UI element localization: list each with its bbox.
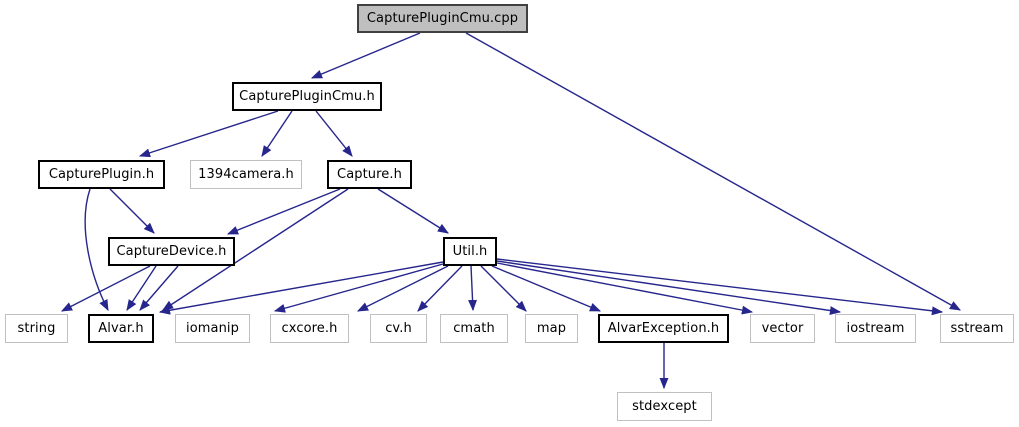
graph-edge-captureplugin_h-to-alvar_h bbox=[84, 188, 109, 311]
graph-node-label: Util.h bbox=[452, 244, 488, 259]
graph-node-cmath[interactable]: cmath bbox=[440, 314, 508, 343]
graph-edge-util_h-to-alvar_h bbox=[158, 261, 444, 315]
graph-node-cv_h[interactable]: cv.h bbox=[370, 314, 427, 343]
graph-node-label: string bbox=[17, 321, 56, 336]
graph-node-label: cmath bbox=[453, 321, 495, 336]
graph-node-label: map bbox=[536, 321, 567, 336]
graph-edge-util_h-to-alvarexception_h bbox=[491, 265, 602, 312]
graph-node-cxcore_h[interactable]: cxcore.h bbox=[270, 314, 349, 343]
graph-node-label: sstream bbox=[950, 321, 1004, 336]
graph-node-label: CapturePluginCmu.h bbox=[239, 89, 375, 104]
graph-edge-util_h-to-iostream bbox=[496, 260, 842, 315]
graph-node-label: 1394camera.h bbox=[198, 167, 294, 182]
graph-edge-util_h-to-map bbox=[480, 265, 527, 312]
graph-node-iostream[interactable]: iostream bbox=[835, 314, 916, 343]
graph-edge-capturedevice_h-to-alvar_h bbox=[126, 265, 157, 311]
graph-edge-util_h-to-cmath bbox=[468, 265, 478, 312]
graph-node-label: stdexcept bbox=[632, 399, 697, 414]
graph-edge-capture_h-to-alvar_h bbox=[162, 188, 349, 311]
graph-node-capturedevice_h[interactable]: CaptureDevice.h bbox=[108, 237, 235, 266]
graph-node-label: Capture.h bbox=[337, 167, 402, 182]
graph-node-map[interactable]: map bbox=[525, 314, 578, 343]
graph-edge-capturepluginccmu_cpp-to-sstream bbox=[465, 32, 961, 311]
graph-edge-capturepluginccmu_h-to-captureplugin_h bbox=[138, 110, 279, 158]
graph-node-alvarexception_h[interactable]: AlvarException.h bbox=[598, 314, 729, 343]
graph-edge-capturepluginccmu_h-to-capture_h bbox=[315, 110, 353, 157]
graph-node-label: iomanip bbox=[186, 321, 239, 336]
graph-node-sstream[interactable]: sstream bbox=[940, 314, 1014, 343]
graph-node-label: cxcore.h bbox=[281, 321, 338, 336]
graph-edge-capturedevice_h-to-string bbox=[61, 265, 151, 312]
graph-node-label: CapturePlugin.h bbox=[48, 167, 155, 182]
graph-node-label: CaptureDevice.h bbox=[116, 244, 227, 259]
graph-node-capturepluginccmu_cpp[interactable]: CapturePluginCmu.cpp bbox=[357, 4, 528, 33]
graph-node-vector[interactable]: vector bbox=[750, 314, 815, 343]
graph-edge-captureplugin_h-to-capturedevice_h bbox=[109, 188, 155, 234]
graph-edge-util_h-to-vector bbox=[496, 262, 754, 315]
graph-node-label: Alvar.h bbox=[98, 321, 144, 336]
graph-edge-util_h-to-cv_h bbox=[417, 265, 463, 312]
graph-node-label: cv.h bbox=[385, 321, 412, 336]
graph-edge-util_h-to-iomanip bbox=[273, 263, 444, 313]
graph-edge-capture_h-to-util_h bbox=[377, 188, 449, 234]
graph-edge-util_h-to-cxcore_h bbox=[356, 265, 449, 312]
graph-node-iomanip[interactable]: iomanip bbox=[175, 314, 250, 343]
graph-node-label: vector bbox=[761, 321, 804, 336]
graph-edge-capture_h-to-capturedevice_h bbox=[226, 188, 341, 235]
graph-node-capturepluginccmu_h[interactable]: CapturePluginCmu.h bbox=[232, 82, 382, 111]
graph-node-label: CapturePluginCmu.cpp bbox=[366, 11, 519, 26]
graph-node-util_h[interactable]: Util.h bbox=[443, 237, 497, 266]
graph-node-stdexcept[interactable]: stdexcept bbox=[617, 392, 712, 421]
graph-edge-capturepluginccmu_h-to-camera1394_h bbox=[261, 110, 293, 157]
graph-node-string[interactable]: string bbox=[5, 314, 68, 343]
graph-node-camera1394_h[interactable]: 1394camera.h bbox=[190, 160, 302, 189]
graph-node-label: AlvarException.h bbox=[607, 321, 720, 336]
graph-node-label: iostream bbox=[846, 321, 905, 336]
graph-edge-util_h-to-sstream bbox=[496, 258, 944, 316]
graph-node-captureplugin_h[interactable]: CapturePlugin.h bbox=[38, 160, 165, 189]
graph-edge-capturepluginccmu_cpp-to-capturepluginccmu_h bbox=[310, 32, 421, 79]
graph-node-capture_h[interactable]: Capture.h bbox=[327, 160, 412, 189]
graph-edge-capturedevice_h-to-alvar_h2 bbox=[139, 265, 179, 311]
graph-node-alvar_h[interactable]: Alvar.h bbox=[88, 314, 154, 343]
